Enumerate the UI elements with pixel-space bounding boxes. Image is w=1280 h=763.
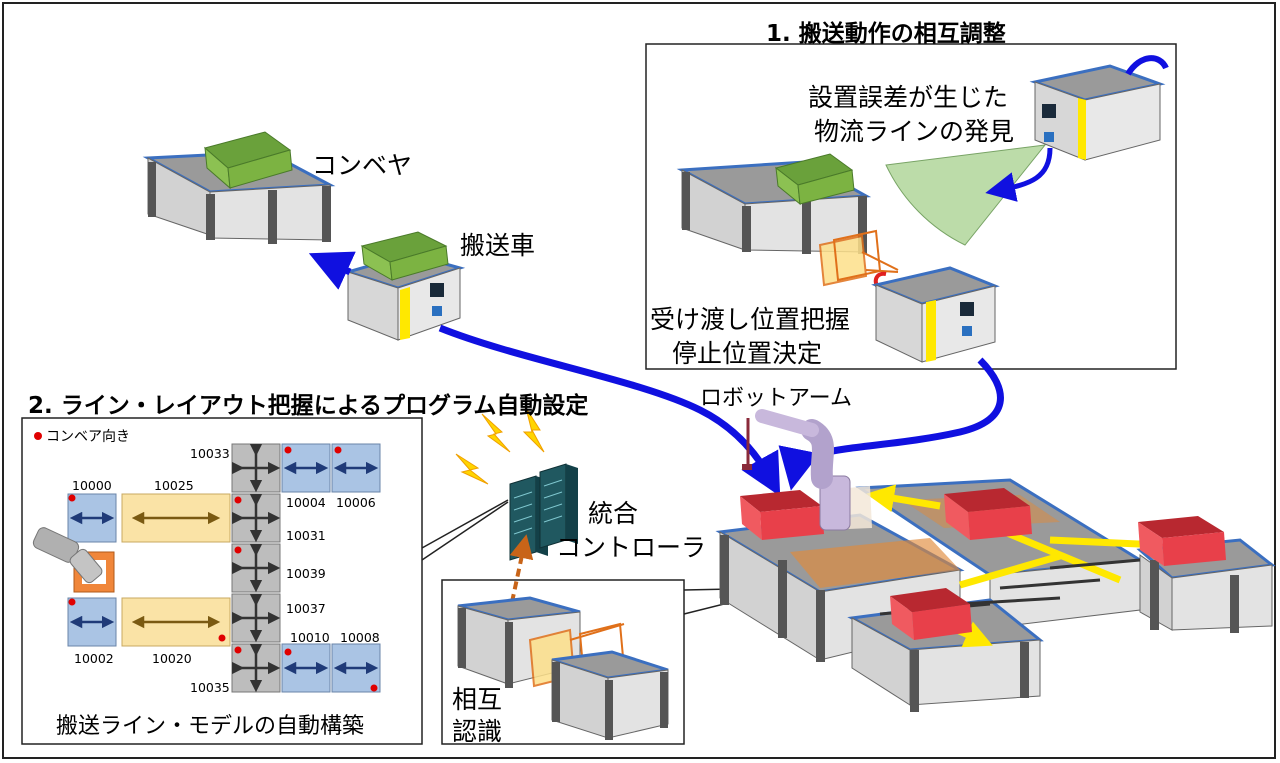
legend-text: コンベア向き (46, 429, 130, 445)
id-label: 10010 (290, 630, 330, 645)
conveyor-mutual-b (551, 650, 669, 740)
id-label: 10035 (190, 680, 230, 695)
vehicle-misaligned (1029, 64, 1166, 161)
label-misalign-2: 物流ラインの発見 (814, 117, 1015, 146)
legend-dot (34, 432, 42, 440)
label-mutual-1: 相互 (452, 685, 503, 714)
route-arrow (308, 251, 356, 290)
robot-mini-icon (32, 527, 115, 593)
id-label: 10037 (286, 601, 326, 616)
id-label: 10033 (190, 446, 230, 461)
green-bin-top-left (203, 131, 293, 190)
callout-line (421, 499, 509, 549)
section2-title: 2. ライン・レイアウト把握によるプログラム自動設定 (28, 393, 589, 419)
id-label: 10020 (152, 651, 192, 666)
red-bin (890, 588, 972, 640)
id-label: 10004 (286, 495, 326, 510)
id-label: 10006 (336, 495, 376, 510)
layout-caption: 搬送ライン・モデルの自動構築 (56, 714, 365, 739)
label-transport-vehicle: 搬送車 (460, 231, 536, 260)
id-label: 10008 (340, 630, 380, 645)
id-label: 10000 (72, 478, 112, 493)
signal-icon (455, 407, 545, 485)
label-controller-1: 統合 (588, 499, 639, 528)
label-controller-2: コントローラ (556, 533, 707, 562)
green-bin-section1 (774, 153, 855, 206)
conveyor-mutual-a (457, 596, 581, 688)
vehicle-handover (871, 266, 1000, 363)
cross-arrows (231, 443, 281, 693)
id-label: 10039 (286, 566, 326, 581)
label-mutual-2: 認識 (452, 717, 503, 746)
label-misalign-1: 設置誤差が生じた (808, 83, 1009, 112)
red-bin (944, 488, 1032, 540)
label-robot-arm: ロボットアーム (700, 386, 853, 411)
detection-sector (885, 144, 1047, 246)
sensor-frames (818, 229, 899, 287)
label-conveyor: コンベヤ (312, 151, 413, 180)
robot-arm (742, 409, 872, 531)
id-label: 10002 (74, 651, 114, 666)
route-arrow (438, 324, 781, 497)
label-handover-2: 停止位置決定 (672, 339, 823, 368)
label-handover-1: 受け渡し位置把握 (650, 305, 851, 334)
route-arrow (985, 147, 1053, 202)
red-bin (740, 490, 824, 540)
transport-vehicle (342, 231, 466, 341)
red-bin (1138, 516, 1226, 566)
id-label: 10025 (154, 478, 194, 493)
route-arrow (1125, 55, 1169, 76)
section1-title: 1. 搬送動作の相互調整 (766, 21, 1006, 47)
callout-line (421, 501, 509, 561)
dashed-arrow (509, 534, 534, 603)
id-label: 10031 (286, 528, 326, 543)
